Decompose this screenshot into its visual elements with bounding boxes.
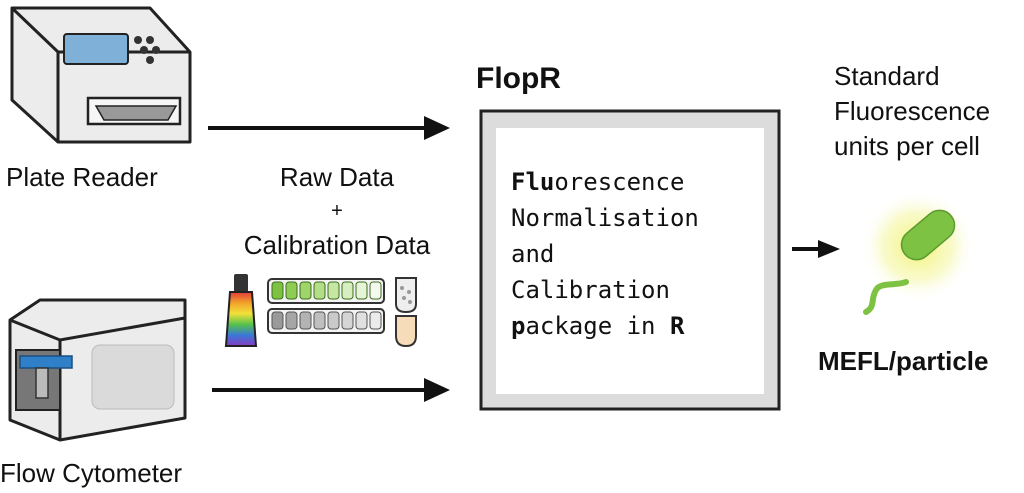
- arrow-plate-reader-to-floprs: [208, 116, 450, 140]
- package-line-5: package in R: [511, 312, 685, 340]
- arrow-floprs-to-output: [792, 240, 840, 258]
- plate-reader-icon: [10, 6, 192, 144]
- raw-data-label: Raw Data: [279, 162, 395, 192]
- output-line-units: units per cell: [834, 131, 980, 161]
- package-line-4: Calibration: [511, 276, 670, 304]
- floprs-title: FlopR: [476, 62, 561, 95]
- package-description: Fluorescence Normalisation and Calibrati…: [511, 164, 699, 344]
- package-line-2: Normalisation: [511, 204, 699, 232]
- flow-cytometer-icon: [8, 298, 187, 442]
- output-line-standard: Standard: [834, 61, 940, 91]
- plate-reader-label: Plate Reader: [6, 162, 158, 192]
- microplate-strip-icon: [267, 278, 385, 334]
- plus-sign: +: [331, 200, 343, 222]
- mefl-unit-label: MEFL/particle: [818, 346, 989, 376]
- flow-cytometer-label: Flow Cytometer: [0, 458, 183, 488]
- floprs-package-panel: [479, 109, 781, 411]
- calibration-data-label: Calibration Data: [243, 230, 431, 260]
- output-line-fluorescence: Fluorescence: [834, 96, 991, 126]
- calibrant-bottle-icon: [224, 274, 258, 347]
- tube-icon: [395, 277, 417, 348]
- package-line-3: and: [511, 240, 555, 268]
- package-line-1: Fluorescence: [511, 168, 685, 196]
- bacterium-icon: [860, 190, 976, 315]
- arrow-flow-cytometer-to-floprs: [212, 378, 450, 402]
